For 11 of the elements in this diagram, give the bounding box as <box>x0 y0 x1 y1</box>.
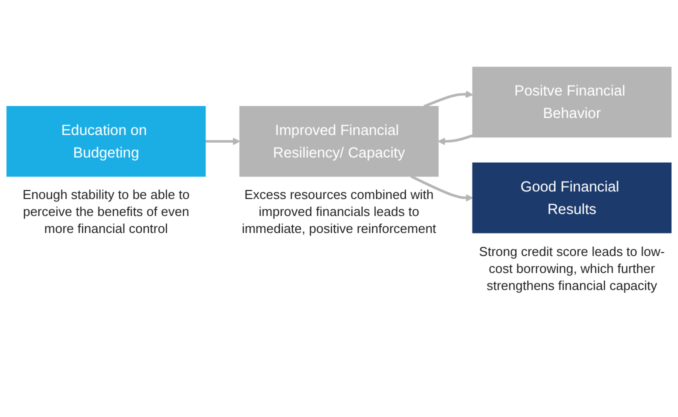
node-box: Positve Financial Behavior <box>472 66 672 138</box>
description-text: Excess resources combined with improved financials leads to immediate, positive reinforcement <box>240 186 438 238</box>
arrow <box>410 175 474 202</box>
arrow <box>438 134 474 146</box>
node-box: Good Financial Results <box>472 162 672 234</box>
description-text: Enough stability to be able to perceive the benefits of even more financial control <box>22 186 191 238</box>
node-box: Education on Budgeting <box>6 106 206 177</box>
arrow <box>423 90 474 108</box>
arrow <box>205 138 240 146</box>
node-box: Improved Financial Resiliency/ Capacity <box>239 106 439 177</box>
description-text: Strong credit score leads to low-cost borrowing, which further strengthens financial capacity <box>478 242 666 294</box>
